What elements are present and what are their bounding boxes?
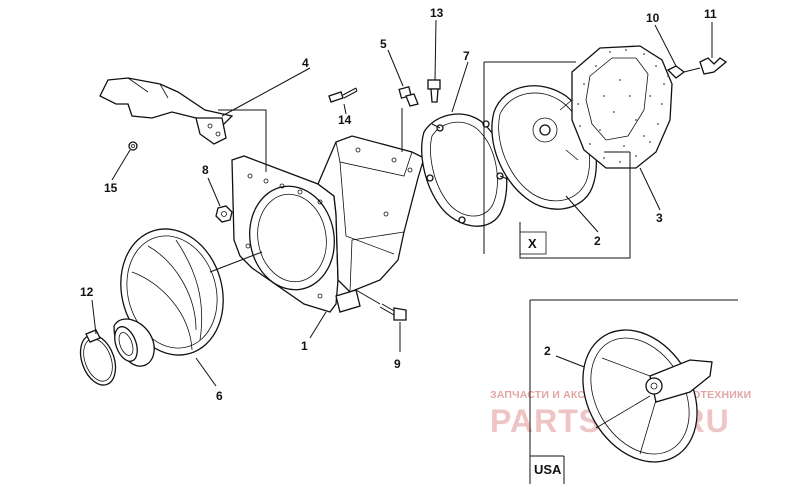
callout-5: 5: [380, 37, 387, 51]
part-14-long-bolt: [328, 87, 358, 103]
callout-12: 12: [80, 285, 94, 299]
part-7-gasket: [421, 113, 511, 227]
part-4-bracket: [99, 77, 234, 145]
callout-6: 6: [216, 389, 223, 403]
callout-labels: 4 5 13 7 10 11 14 15 8 12 1 9 6 2 3 2: [80, 6, 717, 403]
callout-9: 9: [394, 357, 401, 371]
part-3-starter-housing: [571, 45, 673, 169]
callout-usa-2: 2: [544, 344, 551, 358]
speckle-texture: [577, 49, 669, 163]
part-11-handle-grip: [699, 57, 728, 75]
callout-13: 13: [430, 6, 444, 20]
box-label-x: X: [528, 236, 537, 251]
callout-3: 3: [656, 211, 663, 225]
callout-15: 15: [104, 181, 118, 195]
part-12-hose-clamp: [79, 329, 117, 386]
box-labels: X USA: [519, 231, 562, 477]
callout-7: 7: [463, 49, 470, 63]
part-9-bolt: [379, 303, 407, 321]
callout-4: 4: [302, 56, 309, 70]
part-2-starter-ring: [491, 85, 597, 210]
box-label-usa: USA: [534, 462, 562, 477]
part-13-bolt: [427, 79, 441, 103]
callout-8: 8: [202, 163, 209, 177]
part-15-washer: [128, 141, 138, 151]
callout-1: 1: [301, 339, 308, 353]
callout-2: 2: [594, 234, 601, 248]
usa-variant-starter-ring: [582, 329, 713, 463]
leader-lines: [91, 19, 738, 484]
callout-10: 10: [646, 11, 660, 25]
x-label-box: [519, 231, 547, 255]
part-10-handle-rope: [666, 65, 701, 79]
part-5-bolt: [398, 86, 419, 107]
callout-14: 14: [338, 113, 352, 127]
callout-11: 11: [704, 7, 717, 21]
part-1-housing: [231, 135, 425, 313]
part-6-intake-boot: [113, 228, 224, 367]
part-8-nut: [215, 205, 233, 223]
